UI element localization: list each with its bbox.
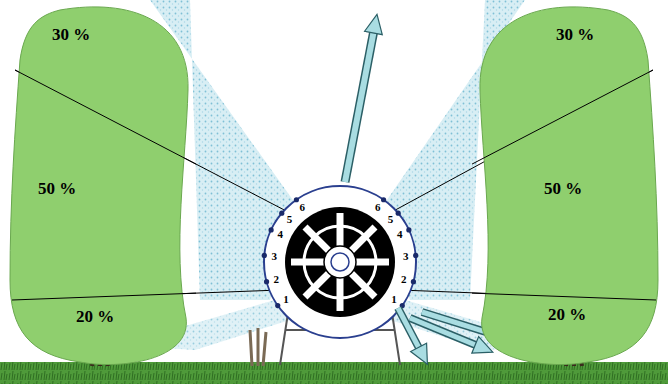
share-percent: 30 %	[52, 26, 90, 43]
fan-hub-inner	[331, 253, 349, 271]
nozzle-number: 3	[272, 251, 278, 262]
nozzle-number: 6	[375, 202, 381, 213]
tree-canopy: 30 % 50 % 20 %	[6, 4, 196, 368]
nozzle-number: 6	[299, 202, 305, 213]
share-percent: 20 %	[548, 306, 586, 323]
nozzle-number: 2	[401, 274, 407, 285]
nozzle-number: 4	[277, 229, 283, 240]
share-percent: 50 %	[38, 180, 76, 197]
tree-canopy: 30 % 50 % 20 %	[472, 4, 662, 368]
fan-blades	[291, 213, 389, 311]
fan-wheel	[285, 207, 395, 317]
wheel-post	[250, 328, 266, 366]
share-percent: 30 %	[556, 26, 594, 43]
nozzle-dots	[262, 197, 419, 308]
nozzle-number: 4	[397, 229, 403, 240]
nozzle-number: 1	[391, 294, 397, 305]
nozzle-number: 1	[283, 294, 289, 305]
share-percent: 20 %	[76, 308, 114, 325]
nozzle-number: 5	[388, 214, 394, 225]
nozzle-number: 3	[403, 251, 409, 262]
fan-ring	[304, 226, 376, 298]
fan-housing	[264, 186, 416, 338]
share-percent: 50 %	[544, 180, 582, 197]
nozzle-number: 5	[287, 214, 293, 225]
nozzle-number: 2	[273, 274, 279, 285]
fan-hub	[324, 246, 356, 278]
